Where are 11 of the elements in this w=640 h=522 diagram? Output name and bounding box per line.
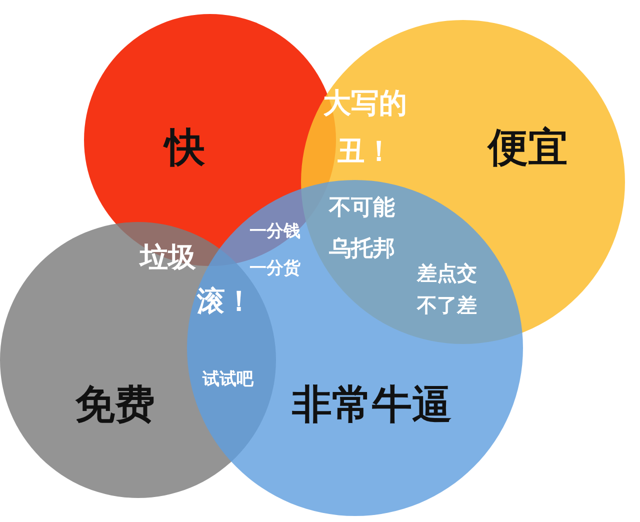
- overlap-label: 试试吧: [201, 370, 255, 390]
- overlap-label: 不可能乌托邦: [328, 194, 396, 263]
- overlap-label: 差点交不了差: [416, 260, 478, 319]
- circle-label: 非常牛逼: [292, 383, 452, 427]
- circle-label: 便宜: [488, 126, 568, 170]
- circle-label: 免费: [75, 383, 155, 427]
- overlap-label: 一分钱一分货: [248, 220, 302, 281]
- overlap-label: 大写的丑！: [322, 85, 408, 169]
- overlap-label: 垃圾: [138, 242, 197, 274]
- overlap-label: 滚！: [196, 286, 254, 318]
- circle-label: 快: [165, 126, 205, 170]
